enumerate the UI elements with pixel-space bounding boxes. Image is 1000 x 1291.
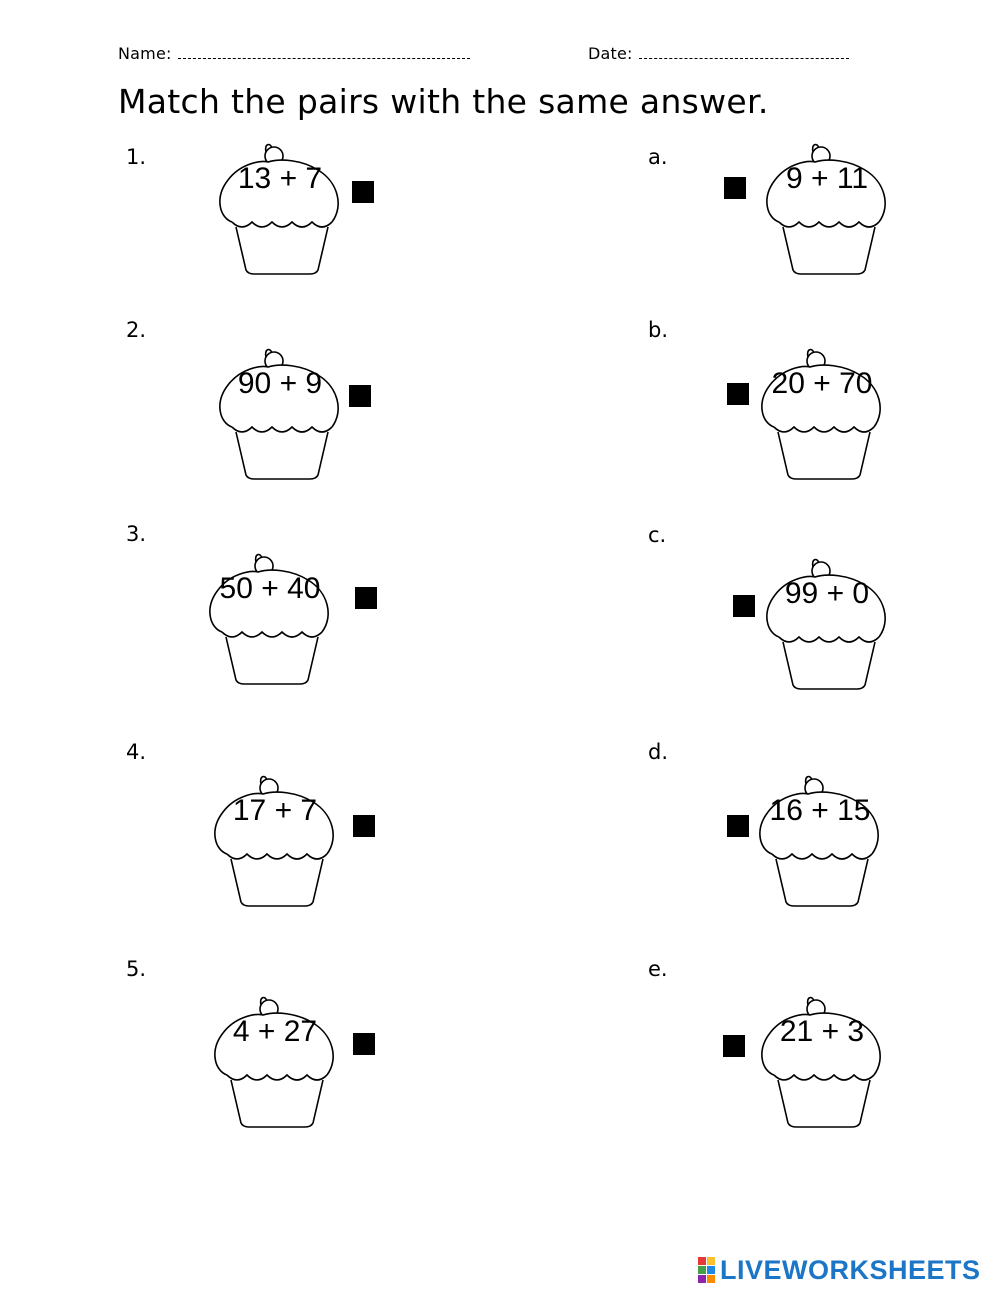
expression-a: 9 + 11 bbox=[785, 162, 869, 195]
cupcake-2: 90 + 9 bbox=[210, 345, 350, 485]
cupcake-e: 21 + 3 bbox=[752, 993, 892, 1133]
logo-mark-square bbox=[707, 1257, 715, 1265]
match-box-2[interactable] bbox=[349, 385, 371, 407]
cupcake-icon bbox=[219, 348, 339, 480]
cupcake-b: 20 + 70 bbox=[752, 345, 892, 485]
cupcake-icon bbox=[209, 553, 329, 685]
logo-mark-square bbox=[698, 1266, 706, 1274]
cupcake-a: 9 + 11 bbox=[757, 140, 897, 280]
cupcake-icon bbox=[759, 775, 879, 907]
liveworksheets-logo: LIVEWORKSHEETS bbox=[698, 1255, 981, 1285]
item-label-b: b. bbox=[648, 318, 669, 342]
cupcake-icon bbox=[766, 558, 886, 690]
name-label: Name: bbox=[118, 44, 172, 63]
name-line[interactable] bbox=[177, 46, 470, 59]
cupcake-icon bbox=[761, 996, 881, 1128]
expression-2: 90 + 9 bbox=[237, 367, 323, 400]
date-line[interactable] bbox=[638, 46, 849, 59]
page-title: Match the pairs with the same answer. bbox=[118, 82, 769, 121]
cupcake-icon bbox=[214, 996, 334, 1128]
cupcake-4: 17 + 7 bbox=[205, 772, 345, 912]
match-box-a[interactable] bbox=[724, 177, 746, 199]
logo-mark-square bbox=[698, 1275, 706, 1283]
cupcake-d: 16 + 15 bbox=[750, 772, 890, 912]
expression-e: 21 + 3 bbox=[779, 1015, 865, 1048]
cupcake-1: 13 + 7 bbox=[210, 140, 350, 280]
item-label-2: 2. bbox=[126, 318, 147, 342]
cupcake-icon bbox=[214, 775, 334, 907]
match-box-e[interactable] bbox=[723, 1035, 745, 1057]
logo-mark-square bbox=[698, 1257, 706, 1265]
logo-mark-square bbox=[707, 1266, 715, 1274]
cupcake-icon bbox=[219, 143, 339, 275]
item-label-d: d. bbox=[648, 740, 669, 764]
item-label-3: 3. bbox=[126, 522, 147, 546]
cupcake-3: 50 + 40 bbox=[200, 550, 340, 690]
match-box-5[interactable] bbox=[353, 1033, 375, 1055]
match-box-4[interactable] bbox=[353, 815, 375, 837]
name-field[interactable]: Name: bbox=[118, 44, 470, 63]
expression-b: 20 + 70 bbox=[771, 367, 873, 400]
expression-4: 17 + 7 bbox=[232, 794, 318, 827]
match-box-b[interactable] bbox=[727, 383, 749, 405]
expression-5: 4 + 27 bbox=[232, 1015, 318, 1048]
expression-3: 50 + 40 bbox=[219, 572, 321, 605]
cupcake-icon bbox=[761, 348, 881, 480]
expression-c: 99 + 0 bbox=[784, 577, 870, 610]
date-field[interactable]: Date: bbox=[588, 44, 849, 63]
item-label-a: a. bbox=[648, 145, 668, 169]
cupcake-icon bbox=[766, 143, 886, 275]
match-box-1[interactable] bbox=[352, 181, 374, 203]
item-label-4: 4. bbox=[126, 740, 147, 764]
logo-mark-square bbox=[707, 1275, 715, 1283]
logo-text: LIVEWORKSHEETS bbox=[720, 1254, 981, 1285]
item-label-5: 5. bbox=[126, 957, 147, 981]
match-box-c[interactable] bbox=[733, 595, 755, 617]
cupcake-5: 4 + 27 bbox=[205, 993, 345, 1133]
item-label-1: 1. bbox=[126, 145, 147, 169]
expression-d: 16 + 15 bbox=[769, 794, 871, 827]
date-label: Date: bbox=[588, 44, 633, 63]
logo-mark-icon bbox=[698, 1257, 715, 1283]
item-label-c: c. bbox=[648, 523, 667, 547]
match-box-3[interactable] bbox=[355, 587, 377, 609]
match-box-d[interactable] bbox=[727, 815, 749, 837]
expression-1: 13 + 7 bbox=[237, 162, 323, 195]
item-label-e: e. bbox=[648, 957, 668, 981]
cupcake-c: 99 + 0 bbox=[757, 555, 897, 695]
